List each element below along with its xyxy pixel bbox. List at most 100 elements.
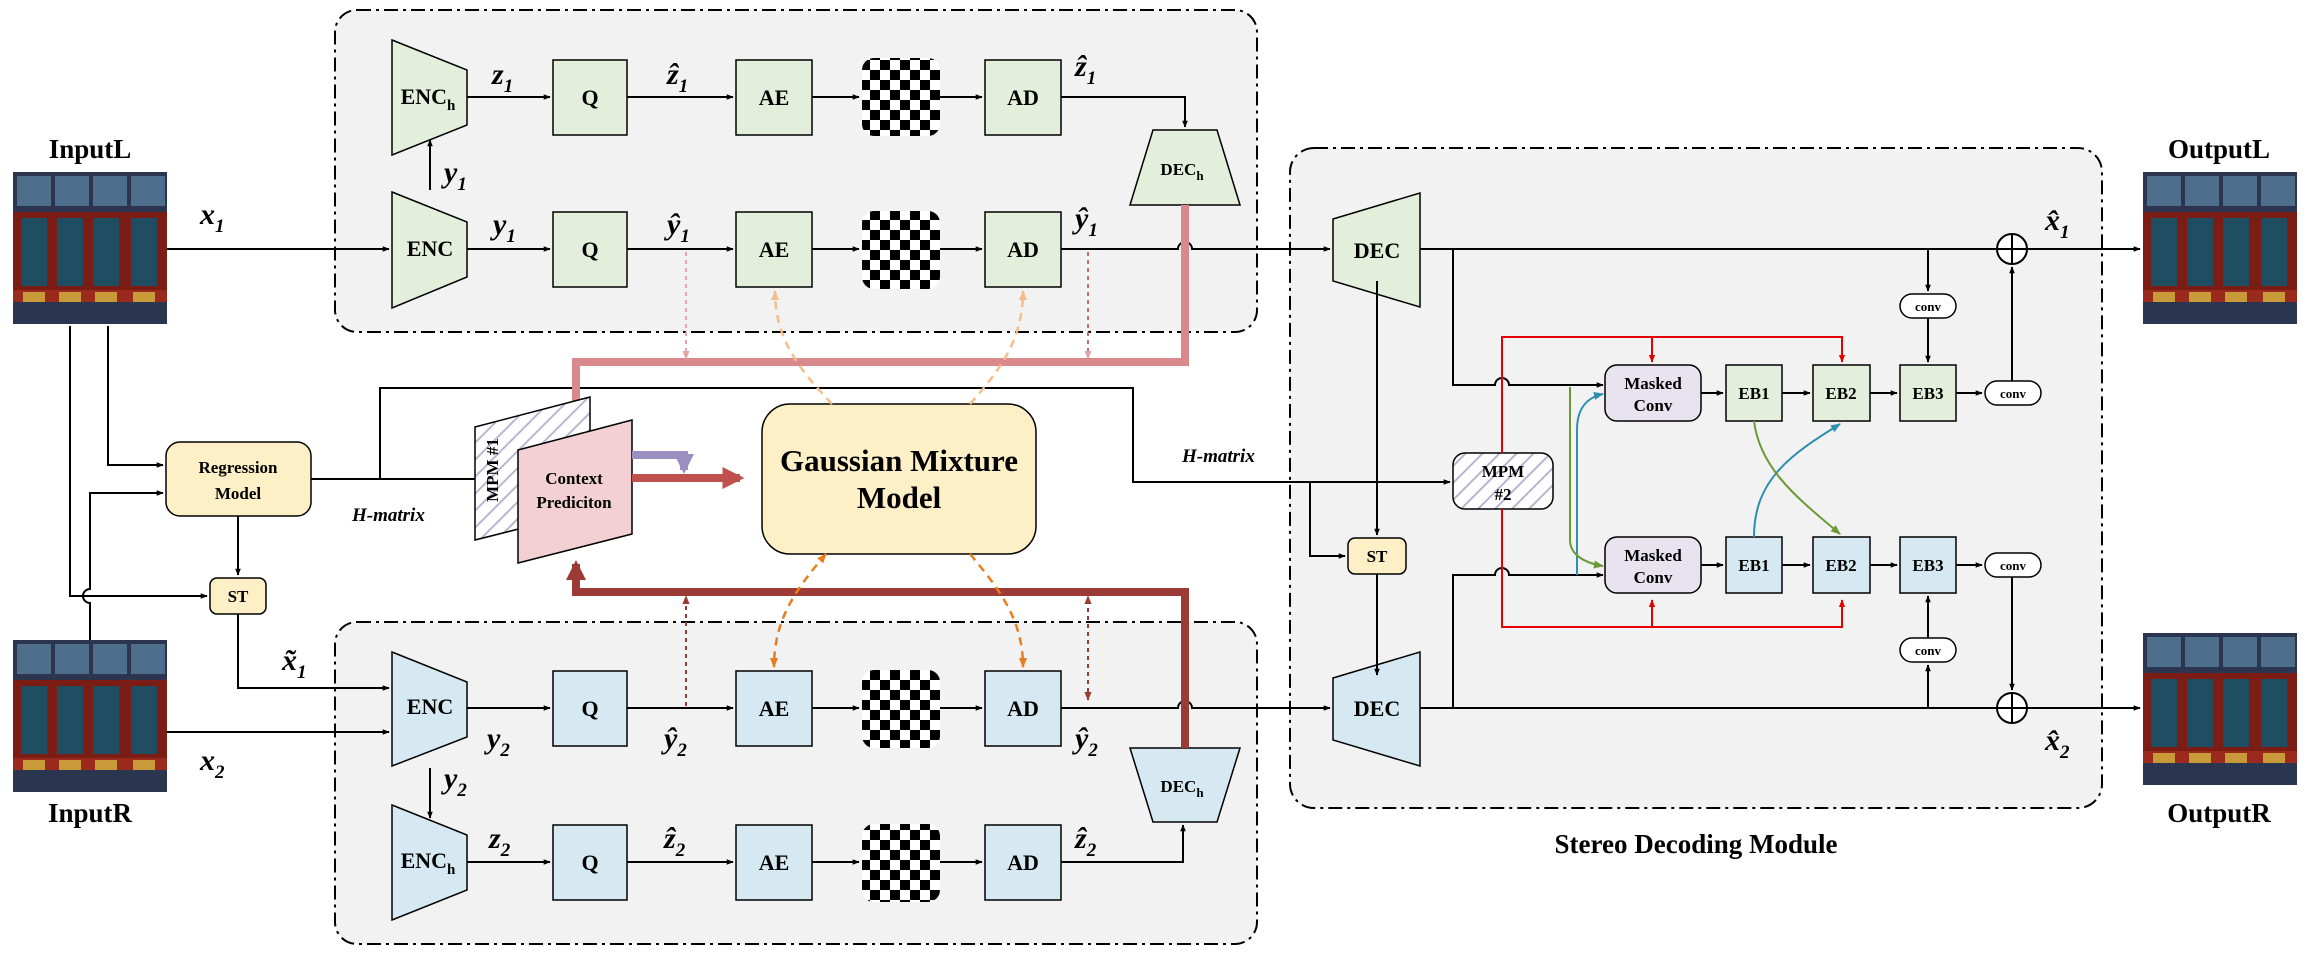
masked-top-line2: Conv — [1634, 396, 1673, 415]
eb1-bottom-label: EB1 — [1738, 556, 1769, 575]
bottom-y-label: y — [484, 722, 501, 755]
regression-model-box — [165, 441, 312, 517]
svg-text:DECh: DECh — [1160, 160, 1204, 183]
conv-top-side-label: conv — [2000, 386, 2027, 401]
bottom-dec-h-label: DEC — [1160, 777, 1196, 796]
bottom-hyper-ae-label: AE — [759, 850, 790, 875]
dec-top-label: DEC — [1354, 238, 1400, 263]
svg-text:z1: z1 — [491, 58, 513, 97]
svg-text:DECh: DECh — [1160, 777, 1204, 800]
bottom-hyper-q-label: Q — [581, 850, 598, 875]
xhat2-label: x̂ — [2044, 724, 2060, 757]
eb3-top-label: EB3 — [1912, 384, 1943, 403]
conv-bottom-lower-label: conv — [1915, 643, 1942, 658]
bottom-z-sub: 2 — [500, 840, 511, 861]
st-left-label: ST — [228, 587, 249, 606]
bottom-yhat-label: ŷ — [661, 722, 678, 755]
top-zhat-right-label: ẑ — [1074, 50, 1088, 83]
bottom-enc-h-sub: h — [447, 862, 456, 878]
gaussian-mixture-model-box — [761, 403, 1037, 555]
top-main-arith-decoder — [984, 211, 1062, 288]
top-main-bitstream-icon — [862, 211, 940, 289]
top-enc-h-label: ENC — [401, 84, 447, 109]
mpm2-line1: MPM — [1482, 462, 1524, 481]
svg-text:y1: y1 — [441, 156, 467, 195]
decoder-right — [1332, 650, 1421, 768]
svg-text:ŷ2: ŷ2 — [1072, 722, 1098, 761]
mpm1-label: MPM #1 — [483, 438, 502, 502]
svg-text:x̂1: x̂1 — [2044, 204, 2070, 243]
eb2-top-label: EB2 — [1825, 384, 1856, 403]
regression-line2: Model — [215, 484, 262, 503]
output-right-image — [2143, 633, 2297, 785]
svg-text:ẑ2: ẑ2 — [1074, 822, 1097, 861]
bottom-hyper-bitstream-icon — [862, 824, 940, 902]
top-dec-h-sub: h — [1196, 168, 1204, 183]
bottom-z-label: z — [488, 822, 501, 855]
top-z-label: z — [491, 58, 504, 91]
top-y-label: y — [490, 208, 507, 241]
eb2-bottom-label: EB2 — [1825, 556, 1856, 575]
bottom-hyper-encoder — [391, 803, 468, 922]
dec-bottom-label: DEC — [1354, 696, 1400, 721]
output-right-title: OutputR — [2167, 798, 2271, 828]
svg-text:x1: x1 — [199, 198, 225, 237]
bottom-main-q-label: Q — [581, 696, 598, 721]
decoder-left — [1332, 191, 1421, 309]
gmm-line1: Gaussian Mixture — [780, 443, 1018, 478]
xhat2-sub: 2 — [2059, 742, 2070, 763]
bottom-y-vert-label: y — [441, 762, 458, 795]
svg-text:y1: y1 — [490, 208, 516, 247]
bottom-main-bitstream-icon — [862, 670, 940, 748]
bottom-hyper-arith-decoder — [984, 824, 1062, 901]
h-matrix-right: H-matrix — [1181, 446, 1255, 467]
svg-text:y2: y2 — [484, 722, 510, 761]
top-main-ae-label: AE — [759, 237, 790, 262]
top-y-sub: 1 — [506, 226, 516, 247]
top-hyper-decoder — [1128, 129, 1242, 206]
top-zhat-right-sub: 1 — [1087, 68, 1097, 89]
masked-bottom-line2: Conv — [1634, 568, 1673, 587]
eb1-top-label: EB1 — [1738, 384, 1769, 403]
bottom-dec-h-sub: h — [1196, 785, 1204, 800]
bottom-main-ae-label: AE — [759, 696, 790, 721]
input-right-title: InputR — [48, 798, 133, 828]
eb3-bottom — [1899, 536, 1957, 594]
top-zhat-sub: 1 — [679, 76, 689, 97]
top-main-quantizer — [552, 211, 628, 288]
svg-text:ẑ1: ẑ1 — [666, 58, 688, 97]
top-hyper-ad-label: AD — [1007, 85, 1039, 110]
bottom-enc-h-label: ENC — [401, 848, 447, 873]
top-hyper-arith-decoder — [984, 59, 1062, 136]
eb3-bottom-label: EB3 — [1912, 556, 1943, 575]
masked-top-line1: Masked — [1624, 374, 1682, 393]
context-prediction-block — [517, 419, 633, 564]
bottom-main-arith-encoder — [735, 670, 813, 747]
top-hyper-encoder — [391, 38, 468, 157]
svg-text:x̃1: x̃1 — [281, 644, 307, 683]
top-yhat-right-label: ŷ — [1072, 202, 1089, 235]
top-hyper-arith-encoder — [735, 59, 813, 136]
masked-bottom-line1: Masked — [1624, 546, 1682, 565]
h-matrix-left: H-matrix — [351, 505, 425, 526]
bottom-enc-label: ENC — [407, 694, 453, 719]
top-enc-label: ENC — [407, 236, 453, 261]
top-main-q-label: Q — [581, 237, 598, 262]
top-hyper-q-label: Q — [581, 85, 598, 110]
input-left-title: InputL — [49, 134, 132, 164]
top-main-arith-encoder — [735, 211, 813, 288]
xtilde-label: x̃ — [281, 644, 297, 677]
top-context-feedback — [566, 205, 1189, 436]
top-y-vert-sub: 1 — [457, 174, 467, 195]
xtilde-sub: 1 — [297, 662, 307, 683]
svg-text:ENCh: ENCh — [401, 848, 456, 878]
bottom-yhat-sub: 2 — [676, 740, 687, 761]
bottom-y-vert-sub: 2 — [456, 780, 467, 801]
bottom-hyper-decoder — [1128, 747, 1242, 823]
input-left-image — [13, 172, 167, 324]
bottom-main-encoder — [391, 650, 468, 768]
bottom-hyper-ad-label: AD — [1007, 850, 1039, 875]
bottom-yhat-right-sub: 2 — [1087, 740, 1098, 761]
stereo-decoding-title: Stereo Decoding Module — [1555, 829, 1838, 859]
